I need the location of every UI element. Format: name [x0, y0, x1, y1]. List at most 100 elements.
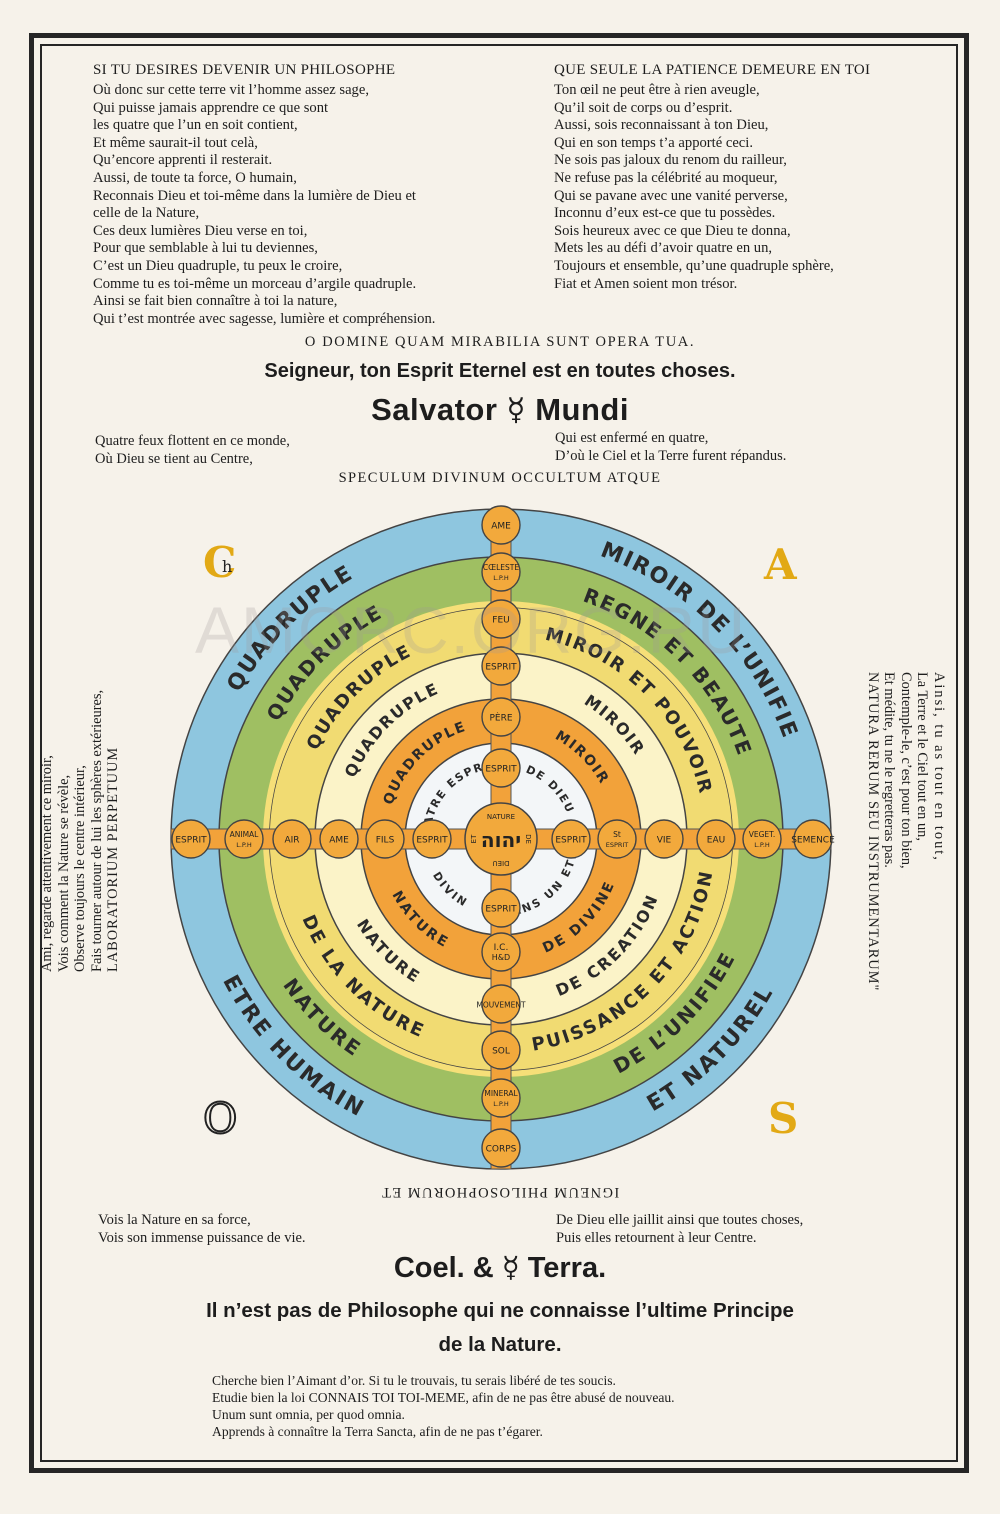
- axis-node: ESPRIT: [481, 748, 521, 788]
- poem-line: Inconnu d’eux est-ce que tu possèdes.: [554, 205, 776, 222]
- poem-line: Aussi, de toute ta force, O humain,: [93, 169, 297, 186]
- poem-line: Ton œil ne peut être à rien aveugle,: [554, 82, 760, 98]
- node-label: L.P.H: [236, 841, 252, 849]
- letter-c-inner: h: [222, 557, 233, 576]
- tetragrammaton: יהוה: [481, 828, 521, 852]
- node-disk: [171, 819, 211, 859]
- node-label: CORPS: [486, 1145, 517, 1155]
- node-label: SEMENCE: [791, 836, 835, 846]
- letter-c-main: C: [203, 538, 237, 587]
- axis-node: SOL: [481, 1030, 521, 1070]
- poem-line: Sois heureux avec ce que Dieu te donna,: [554, 222, 791, 239]
- center-bottom-label: DIEU: [492, 859, 509, 867]
- poem-line: Ces deux lumières Dieu verse en toi,: [93, 222, 308, 239]
- node-label: EAU: [707, 836, 725, 846]
- poem-line: les quatre que l’un en soit contient,: [93, 117, 298, 134]
- maxim-line: Apprends à connaître la Terra Sancta, af…: [212, 1424, 543, 1439]
- axis-node: EAU: [696, 819, 736, 859]
- center-top-label: NATURE: [487, 813, 515, 821]
- letter-o: O: [202, 1093, 238, 1144]
- node-label: AME: [491, 522, 511, 532]
- seigneur-line: Seigneur, ton Esprit Eternel est en tout…: [264, 360, 736, 382]
- axis-node: ESPRIT: [412, 819, 452, 859]
- quatre-feux-right: Qui est enfermé en quatre, D’où le Ciel …: [555, 430, 786, 465]
- node-label: VEGET.: [749, 830, 776, 839]
- axis-node: MOUVEMENT: [476, 984, 526, 1024]
- axis-node: FILS: [365, 819, 405, 859]
- poem-line: Qui se pavane avec une vanité perverse,: [554, 187, 788, 204]
- node-label: ESPRIT: [416, 836, 448, 846]
- coel-word: Coel. &: [393, 1252, 494, 1284]
- watermark: AMORC.ORG.RU: [195, 593, 747, 667]
- node-disk: [365, 819, 405, 859]
- axis-node: FEU: [481, 599, 521, 639]
- node-label: ESPRIT: [555, 836, 587, 846]
- node-label: PÈRE: [489, 712, 512, 724]
- axis-node: ESPRIT: [551, 819, 591, 859]
- vois-nature-left: Vois la Nature en sa force, Vois son imm…: [98, 1212, 306, 1247]
- node-label: AIR: [284, 836, 299, 846]
- node-label: L.P.H: [754, 841, 770, 849]
- maxim-line: Etudie bien la loi CONNAIS TOI TOI-MEME,…: [212, 1390, 675, 1405]
- axis-node: SEMENCE: [791, 819, 835, 859]
- poem-line: C’est un Dieu quadruple, tu peux le croi…: [93, 257, 343, 274]
- node-label: L.P.H: [493, 1100, 509, 1108]
- poem-line: Ne sois pas jaloux du renom du railleur,: [554, 152, 787, 169]
- node-disk: [481, 697, 521, 737]
- poem-line: Où donc sur cette terre vit l’homme asse…: [93, 82, 369, 98]
- center-circle: [464, 802, 538, 876]
- poem-line: Aussi, sois reconnaissant à ton Dieu,: [554, 117, 769, 134]
- mercury-symbol: ☿: [501, 1250, 520, 1284]
- poem-line: Qui puisse jamais apprendre ce que sont: [93, 99, 329, 116]
- center-left-label: ET: [470, 834, 478, 843]
- node-disk: [742, 819, 782, 859]
- node-disk: [319, 819, 359, 859]
- axis-node: ANIMAL L.P.H: [224, 819, 264, 859]
- axis-node: VIE: [644, 819, 684, 859]
- poem-line: celle de la Nature,: [93, 205, 200, 222]
- node-disk: [793, 819, 833, 859]
- igneum-line: IGNEUM PHILOSOPHORUM ET: [380, 1184, 620, 1200]
- node-disk: [644, 819, 684, 859]
- node-label: SOL: [492, 1047, 510, 1057]
- node-disk: [597, 819, 637, 859]
- poem-line: Qui t’est montrée avec sagesse, lumière …: [93, 310, 436, 327]
- letter-c: C h: [203, 538, 236, 587]
- poem-line: Qui en son temps t’a apporté ceci.: [554, 134, 753, 151]
- node-disk: [481, 888, 521, 928]
- axis-nodes: AMECŒLESTEL.P.HFEUESPRITPÈREESPRITESPRIT…: [171, 505, 835, 1168]
- top-right-poem: QUE SEULE LA PATIENCE DEMEURE EN TOI Ton…: [554, 62, 870, 293]
- node-label: St: [613, 830, 621, 839]
- poem-line: Ainsi se fait bien connaître à toi la na…: [93, 293, 338, 310]
- maxim-line: Cherche bien l’Aimant d’or. Si tu le tro…: [212, 1373, 616, 1388]
- node-label: MINERAL: [484, 1089, 518, 1098]
- letter-a: A: [764, 540, 797, 589]
- node-disk: [481, 1030, 521, 1070]
- node-label: FEU: [492, 616, 509, 626]
- poem-line: Fiat et Amen soient mon trésor.: [554, 275, 738, 292]
- inner-frame: [40, 44, 958, 1462]
- latin-line: O DOMINE QUAM MIRABILIA SUNT OPERA TUA.: [304, 334, 696, 350]
- axis-node: PÈRE: [481, 697, 521, 737]
- node-disk: [481, 932, 521, 972]
- mundi-word: Mundi: [535, 392, 629, 427]
- node-label: AME: [329, 836, 349, 846]
- node-disk: [481, 599, 521, 639]
- outer-frame: [29, 33, 969, 1473]
- node-label: ANIMAL: [230, 830, 260, 839]
- text-line: Il n’est pas de Philosophe qui ne connai…: [206, 1299, 794, 1322]
- poem-line: Toujours et ensemble, qu’une quadruple s…: [554, 257, 834, 274]
- node-disk: [481, 1078, 521, 1118]
- top-left-poem: SI TU DESIRES DEVENIR UN PHILOSOPHE Où d…: [93, 62, 435, 328]
- salvator-mundi: Salvator ☿ Mundi: [0, 392, 1000, 428]
- node-label: MOUVEMENT: [476, 1001, 526, 1010]
- node-label: I.C.: [494, 943, 509, 953]
- text-line: de la Nature.: [438, 1333, 562, 1356]
- node-label: ESPRIT: [485, 905, 517, 915]
- poem-line: Et même saurait-il tout celà,: [93, 134, 258, 151]
- node-disk: [696, 819, 736, 859]
- poem-heading-right: QUE SEULE LA PATIENCE DEMEURE EN TOI: [554, 62, 871, 78]
- node-label: ESPRIT: [175, 836, 207, 846]
